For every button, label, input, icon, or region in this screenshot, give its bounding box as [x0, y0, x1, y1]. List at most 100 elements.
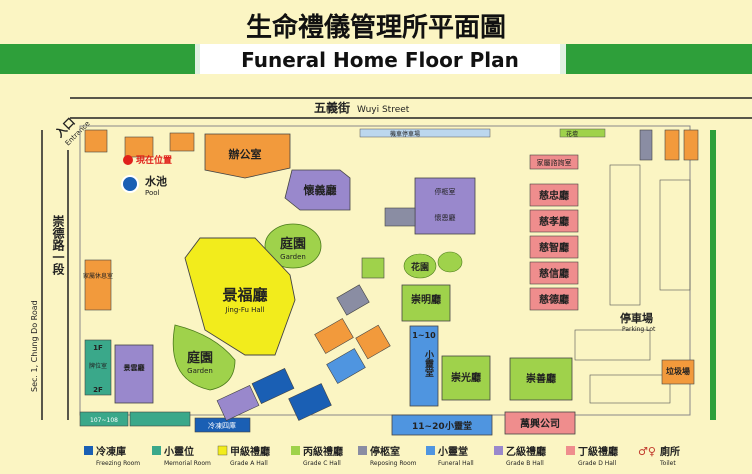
- legend-swatch-grade-b: [494, 446, 503, 455]
- family-lounge-label: 家屬休息室: [83, 272, 113, 280]
- parking-label-cn: 停車場: [620, 311, 653, 325]
- hall-chongshan: [509, 357, 573, 401]
- flowerbeds: [559, 128, 606, 138]
- garden-middle-label: 花園: [411, 261, 429, 273]
- legend-label-freezing: 冷凍庫: [96, 445, 126, 458]
- room-top-left-2: [124, 136, 154, 158]
- room-top-left-3: [169, 132, 195, 152]
- room-107-108-label: 107~108: [90, 417, 118, 424]
- hall-chongming: [401, 284, 451, 322]
- garden-lower: [172, 324, 236, 391]
- legend-label-toilet: 廁所: [660, 445, 680, 458]
- office-label: 辦公室: [229, 147, 262, 161]
- hall-jingyun: [114, 344, 154, 404]
- reposing-room-label: 停柩室: [435, 187, 456, 196]
- office-building: [204, 133, 291, 179]
- legend-label-memorial: 小靈位: [163, 445, 194, 458]
- garden-upper: [264, 223, 322, 269]
- hall-huaien-label: 懷恩廳: [435, 213, 456, 222]
- room-107-108: [79, 411, 129, 427]
- map-legend: 冷凍庫 Freezing Room 小靈位 Memorial Room 甲級禮廳…: [84, 445, 680, 467]
- svg-text:Funeral Hall: Funeral Hall: [438, 460, 474, 467]
- room-top-left-1: [84, 129, 108, 153]
- pool-label-en: Pool: [145, 189, 160, 197]
- map-title-cn: 生命禮儀管理所平面圖: [246, 12, 506, 43]
- parking-label-en: Parking Lot: [622, 326, 656, 333]
- diagonal-hall-row: [216, 257, 391, 421]
- flowerbeds-label: 花壇: [566, 130, 578, 138]
- map-title-en: Funeral Home Floor Plan: [241, 48, 519, 72]
- svg-text:Grade A Hall: Grade A Hall: [230, 460, 268, 467]
- parking-stalls-bottom: [574, 329, 671, 404]
- memorial-column: [84, 339, 112, 396]
- floor-2f-label: 2F: [93, 386, 103, 394]
- memorial-label: 牌位室: [89, 362, 107, 370]
- pool-icon: [121, 175, 139, 193]
- freezer-4-label: 冷凍四庫: [208, 421, 236, 430]
- you-are-here-marker: [123, 155, 133, 165]
- hall-cizhi: [529, 235, 579, 259]
- pool-label-cn: 水池: [145, 174, 167, 188]
- hall-cixin-label: 慈信廳: [539, 267, 569, 280]
- wanxing-company: [504, 411, 576, 435]
- wanxing-company-label: 萬興公司: [520, 417, 560, 430]
- garden-upper-label-en: Garden: [280, 253, 306, 261]
- you-are-here-label: 現在位置: [136, 154, 172, 166]
- hall-cizhong: [529, 183, 579, 207]
- road-label-cn: 崇德路一段: [51, 214, 65, 276]
- svg-text:Memorial Room: Memorial Room: [164, 460, 211, 467]
- garden-middle: [403, 253, 437, 279]
- family-counsel-area: [529, 154, 579, 170]
- legend-swatch-grade-c: [291, 446, 300, 455]
- street-label-cn: 五義街: [314, 100, 350, 115]
- right-green-strip: [710, 130, 716, 420]
- svg-text:Freezing Room: Freezing Room: [96, 460, 140, 467]
- svg-text:Grade D Hall: Grade D Hall: [578, 460, 617, 467]
- hall-huaiyi-label: 懷義廳: [304, 183, 337, 197]
- funeral-hall-1-10-range: 1~10: [412, 331, 436, 340]
- legend-swatch-grade-d: [566, 446, 575, 455]
- hall-chongming-label: 崇明廳: [411, 293, 441, 306]
- hall-chongguang-label: 崇光廳: [451, 371, 481, 384]
- legend-label-reposing: 停柩室: [370, 445, 400, 458]
- floor-1f-label: 1F: [93, 344, 103, 352]
- legend-swatch-freezing: [84, 446, 93, 455]
- hall-huaiyi: [284, 169, 351, 211]
- hall-jingyun-label: 景雲廳: [123, 363, 145, 372]
- legend-label-funeral: 小靈堂: [437, 445, 468, 458]
- tipping-site-label: 垃圾場: [666, 366, 690, 376]
- hall-cixiao: [529, 209, 579, 233]
- title-banner-inner: [200, 44, 560, 74]
- hall-cixiao-label: 慈孝廳: [539, 215, 569, 228]
- legend-swatch-reposing: [358, 446, 367, 455]
- hall-jingfu-label-en: Jing-Fu Hall: [224, 306, 264, 314]
- road-label-en: Sec. 1, Chung Do Road: [30, 300, 39, 392]
- hall-cizhong-label: 慈忠廳: [539, 189, 569, 202]
- toilet-icon: ♂♀: [638, 445, 656, 458]
- hall-jingfu-label-cn: 景福廳: [222, 286, 267, 304]
- svg-text:Toilet: Toilet: [659, 460, 676, 467]
- hall-cizhi-label: 慈智廳: [539, 241, 569, 254]
- reposing-room-block: [414, 177, 476, 235]
- garden-upper-label-cn: 庭園: [280, 236, 306, 252]
- motorcycle-parking-label: 機車停車場: [390, 130, 420, 138]
- hall-cide: [529, 287, 579, 311]
- hall-cide-label: 慈德廳: [539, 293, 569, 306]
- funeral-hall-11-20-range: 11~20: [412, 422, 445, 432]
- svg-text:Reposing Room: Reposing Room: [370, 460, 417, 467]
- parking-stalls-right: [609, 164, 691, 306]
- family-counsel-label: 家屬諮詢室: [537, 158, 572, 167]
- garden-small: [437, 251, 463, 273]
- small-gray-block: [384, 207, 416, 227]
- family-lounge: [84, 259, 112, 311]
- freezer-4: [194, 417, 251, 433]
- garden-lower-label-cn: 庭園: [187, 350, 213, 366]
- funeral-hall-1-10-label: 小靈堂: [423, 349, 435, 377]
- legend-label-grade-c: 丙級禮廳: [303, 445, 343, 458]
- motorcycle-parking: [359, 128, 491, 138]
- street-label-en: Wuyi Street: [357, 105, 410, 115]
- funeral-hall-11-20-label: 小靈堂: [444, 420, 472, 432]
- legend-label-grade-b: 乙級禮廳: [506, 445, 546, 458]
- garden-lower-label-en: Garden: [187, 367, 213, 375]
